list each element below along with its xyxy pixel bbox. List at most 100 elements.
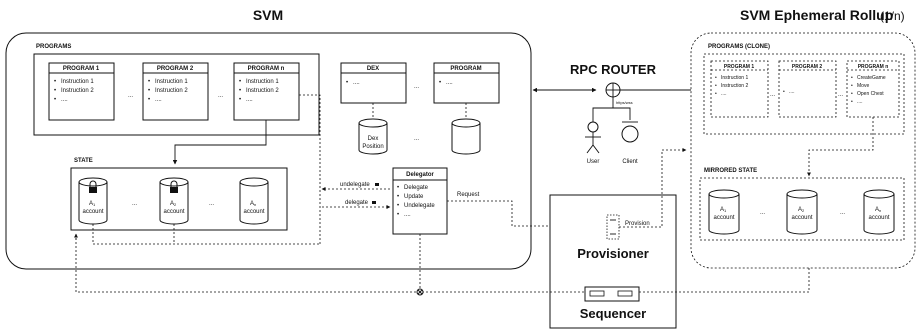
provision-label: Provision: [625, 221, 650, 227]
delegator-item: Undelegate: [404, 203, 435, 209]
account-letter: A: [89, 201, 93, 207]
svm-program-n-item: Instruction 1: [246, 79, 279, 85]
provisioner-icon: [606, 214, 620, 240]
er-program-to-state-arrow: [807, 117, 874, 177]
er-mirrored-header: MIRRORED STATE: [704, 168, 757, 174]
er-program-2-title: PROGRAM 2: [792, 64, 823, 70]
svg-text:•: •: [54, 97, 56, 103]
ellipsis: ...: [128, 93, 133, 99]
ellipsis: ...: [838, 92, 843, 98]
svm-account-2: A 2 account: [159, 177, 189, 225]
dex-item: ....: [353, 80, 360, 86]
er-program-card-2: PROGRAM 2 •....: [778, 60, 837, 118]
delegate-label: delegate: [345, 200, 369, 206]
svg-text:•: •: [54, 88, 56, 94]
account-subscript: 1: [93, 202, 96, 207]
program-cylinder: [451, 118, 481, 155]
svm-program-2-item: Instruction 1: [155, 79, 188, 85]
svm-program-card-1: PROGRAM 1 •Instruction 1 •Instruction 2 …: [48, 62, 115, 121]
ellipsis: ...: [209, 201, 214, 207]
delegator-card: Delegator •Delegate •Update •Undelegate …: [392, 167, 448, 235]
account-word: account: [163, 209, 184, 215]
account-word: account: [868, 215, 889, 221]
er-program-n-item: CreateGame: [857, 75, 886, 81]
svg-text:•: •: [851, 75, 853, 81]
rpc-client-line: [613, 107, 631, 120]
svg-text:•: •: [148, 88, 150, 94]
account-subscript: 2: [174, 202, 177, 207]
ellipsis: ...: [414, 84, 419, 90]
user-label: User: [587, 159, 600, 165]
account-letter: A: [798, 207, 802, 213]
svg-text:•: •: [715, 83, 717, 89]
er-programs-header: PROGRAMS (CLONE): [708, 44, 770, 50]
er-account-2: A 2 account: [786, 189, 818, 235]
svg-text:•: •: [715, 75, 717, 81]
rpc-router-icon: [605, 82, 621, 98]
svm-account-1: A 1 account: [78, 177, 108, 225]
delegator-item: Delegate: [404, 185, 429, 191]
svg-text:•: •: [148, 97, 150, 103]
svg-text:•: •: [715, 91, 717, 97]
er-title: SVM Ephemeral Rollup: [740, 7, 893, 23]
program-to-state-arrow: [172, 120, 267, 165]
lock-icon: [372, 201, 376, 204]
ellipsis: ...: [414, 136, 419, 142]
program-n-dashed-line: [299, 94, 321, 244]
delegator-item: Update: [404, 194, 424, 200]
svg-text:•: •: [439, 80, 441, 86]
svm-title: SVM: [253, 7, 283, 23]
account-letter: A: [170, 201, 174, 207]
svm-program-2-item: ....: [155, 97, 162, 103]
er-count: (1/n): [880, 9, 905, 23]
delegator-item: ....: [404, 212, 411, 218]
er-program-n-item: Move: [857, 83, 869, 89]
account-word: account: [791, 215, 812, 221]
er-program-n-item: Open Chest: [857, 91, 884, 97]
svm-programs-header: PROGRAMS: [36, 44, 71, 50]
svm-program-2-item: Instruction 2: [155, 88, 188, 94]
program-card: PROGRAM •....: [433, 62, 500, 104]
client-icon: [621, 121, 639, 143]
svg-text:•: •: [239, 97, 241, 103]
svg-text:•: •: [397, 185, 399, 191]
er-account-1: A 1 account: [708, 189, 740, 235]
svg-text:•: •: [783, 89, 785, 95]
ellipsis: ...: [840, 210, 845, 216]
svg-text:•: •: [346, 80, 348, 86]
svm-state-header: STATE: [74, 158, 93, 164]
svg-text:•: •: [851, 83, 853, 89]
er-program-card-n: PROGRAM n •CreateGame •Move •Open Chest …: [846, 60, 900, 118]
er-program-1-item: Instruction 1: [721, 75, 748, 81]
provisioner-label: Provisioner: [577, 246, 649, 261]
account-word: account: [82, 209, 103, 215]
sequencer-icon: [584, 286, 640, 302]
svg-text:•: •: [54, 79, 56, 85]
ellipsis: ...: [770, 92, 775, 98]
svm-program-n-title: PROGRAM n: [248, 66, 285, 72]
svg-text:•: •: [148, 79, 150, 85]
account-subscript: 2: [802, 208, 805, 213]
lock-icon: [375, 183, 379, 186]
dex-title: DEX: [367, 66, 379, 72]
svm-program-1-title: PROGRAM 1: [63, 66, 100, 72]
svm-program-card-n: PROGRAM n •Instruction 1 •Instruction 2 …: [233, 62, 300, 121]
er-program-1-title: PROGRAM 1: [724, 64, 755, 70]
er-program-1-item: ....: [721, 91, 727, 97]
user-icon: [585, 121, 601, 154]
account-subscript: n: [254, 202, 256, 207]
account-letter: A: [720, 207, 724, 213]
account-letter: A: [250, 201, 254, 207]
sequencer-label: Sequencer: [580, 306, 646, 321]
svm-account-n: A n account: [239, 177, 269, 225]
program-item: ....: [446, 80, 453, 86]
svg-text:•: •: [851, 91, 853, 97]
dex-position-label: Dex: [368, 136, 379, 142]
svm-program-1-item: ....: [61, 97, 68, 103]
svm-program-n-item: ....: [246, 97, 253, 103]
er-program-n-title: PROGRAM n: [858, 64, 889, 70]
svm-program-card-2: PROGRAM 2 •Instruction 1 •Instruction 2 …: [142, 62, 209, 121]
svg-text:•: •: [851, 99, 853, 105]
svg-text:•: •: [239, 79, 241, 85]
svm-program-n-item: Instruction 2: [246, 88, 279, 94]
